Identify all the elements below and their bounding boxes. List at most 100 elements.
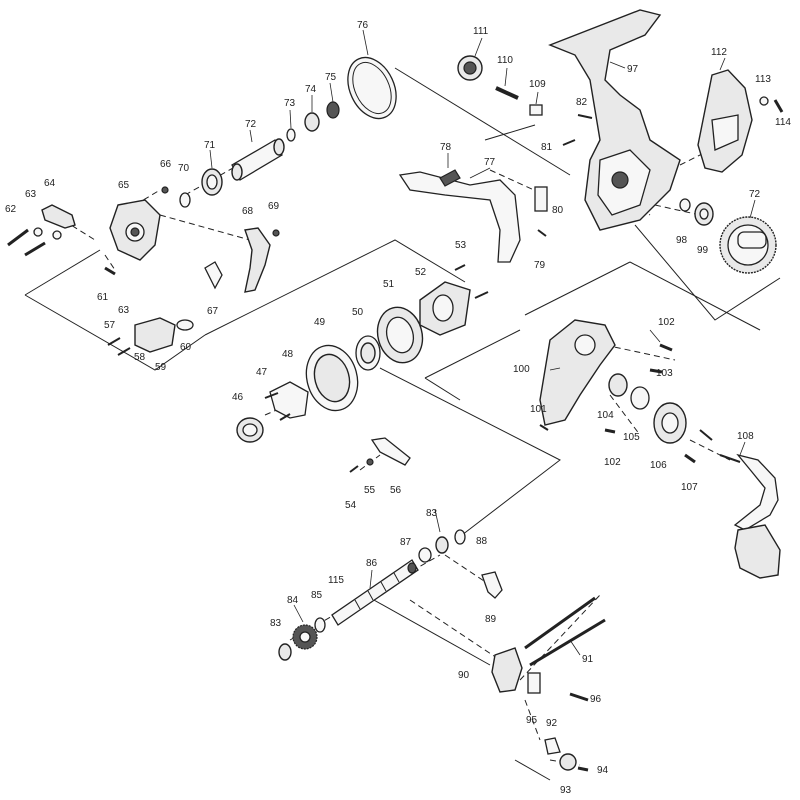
part-label-85: 85 [311,590,323,601]
part-label-101: 101 [530,404,547,415]
part-label-75: 75 [325,72,337,83]
part-label-109: 109 [529,79,546,90]
assembly-line [424,377,461,401]
part-label-82: 82 [576,97,588,108]
assembly-line [24,294,206,371]
assembly-line [524,261,631,316]
part-label-72-right: 72 [749,189,761,200]
part-label-94: 94 [597,765,609,776]
part-label-105: 105 [623,432,640,443]
part-label-76: 76 [357,20,369,31]
drive-shaft-part [231,138,285,181]
part-label-79: 79 [534,260,546,271]
reel-body-part [548,9,681,231]
bail-wire-part [398,169,548,263]
part-label-55: 55 [364,485,376,496]
part-label-62: 62 [5,204,17,215]
assembly-line [379,367,561,536]
part-label-81: 81 [541,142,553,153]
part-label-93: 93 [560,785,572,796]
assembly-line [394,67,571,176]
part-label-110: 110 [497,55,513,66]
part-label-103: 103 [656,368,673,379]
bracket-part [349,437,411,473]
part-number-labels: 76 72 71 73 74 75 66 70 65 64 63 62 68 6… [5,20,791,796]
part-label-100: 100 [513,364,530,375]
assembly-line [514,759,551,781]
part-label-112: 112 [711,47,727,58]
part-label-65: 65 [118,180,130,191]
part-label-84: 84 [287,595,299,606]
assembly-line [204,239,466,336]
assembly-line [24,249,101,296]
part-label-64: 64 [44,178,56,189]
part-label-63: 63 [25,189,37,200]
part-label-49: 49 [314,317,326,328]
side-cover-part [697,69,784,173]
side-plate-part [539,319,616,431]
part-label-48: 48 [282,349,294,360]
worm-shaft-part [331,559,419,626]
spool-cover-ring-part [305,344,359,412]
assembly-line [364,594,491,666]
bail-spring-ring-part [347,56,397,120]
part-label-51: 51 [383,279,395,290]
part-label-71: 71 [204,140,216,151]
part-label-78: 78 [440,142,452,153]
stopper-part [481,571,503,599]
part-label-47: 47 [256,367,268,378]
anti-reverse-ring-part [376,306,424,364]
main-gear-part [719,216,777,274]
bail-support-part [104,266,194,356]
part-label-92: 92 [546,718,558,729]
oscillation-slider-part [491,596,606,772]
part-label-59: 59 [155,362,167,373]
part-label-72: 72 [245,119,257,130]
part-label-67: 67 [207,306,219,317]
part-label-88: 88 [476,536,488,547]
assembly-line [634,224,781,321]
part-label-87: 87 [400,537,412,548]
part-label-70: 70 [178,163,190,174]
leader-lines [209,29,756,656]
part-label-102-bottom: 102 [604,457,621,468]
line-roller-part [457,55,543,116]
part-label-63: 63 [118,305,130,316]
part-label-86: 86 [366,558,378,569]
part-label-53: 53 [455,240,467,251]
part-label-114: 114 [775,117,791,128]
part-label-89: 89 [485,614,497,625]
part-label-56: 56 [390,485,402,496]
crank-handle-part [719,453,781,579]
spool-bearing-part [236,417,264,443]
part-label-57: 57 [104,320,116,331]
part-label-54: 54 [345,500,357,511]
part-label-107: 107 [681,482,698,493]
part-label-106: 106 [650,460,667,471]
part-label-68: 68 [242,206,254,217]
part-label-99: 99 [697,245,709,256]
part-label-98: 98 [676,235,688,246]
bail-arm-lever-part [7,186,169,257]
part-label-66: 66 [160,159,172,170]
cover-screw-part [604,343,713,464]
pinion-bearing-part [407,529,466,574]
bail-arm-part [204,227,280,293]
part-label-115: 115 [328,575,344,586]
part-label-102-top: 102 [658,317,675,328]
part-label-83-bottom: 83 [270,618,282,629]
pinion-gear-part [278,617,326,661]
assembly-line [424,329,521,379]
part-label-111: 111 [473,26,489,37]
part-label-83-top: 83 [426,508,438,519]
spool-washer-part [355,335,381,371]
assembly-line [484,124,536,141]
clutch-plate-part [264,381,309,421]
part-label-95: 95 [526,715,538,726]
part-label-96: 96 [590,694,602,705]
part-label-74: 74 [305,84,317,95]
part-label-50: 50 [352,307,364,318]
gear-bearing-part [679,198,714,226]
part-label-90: 90 [458,670,470,681]
